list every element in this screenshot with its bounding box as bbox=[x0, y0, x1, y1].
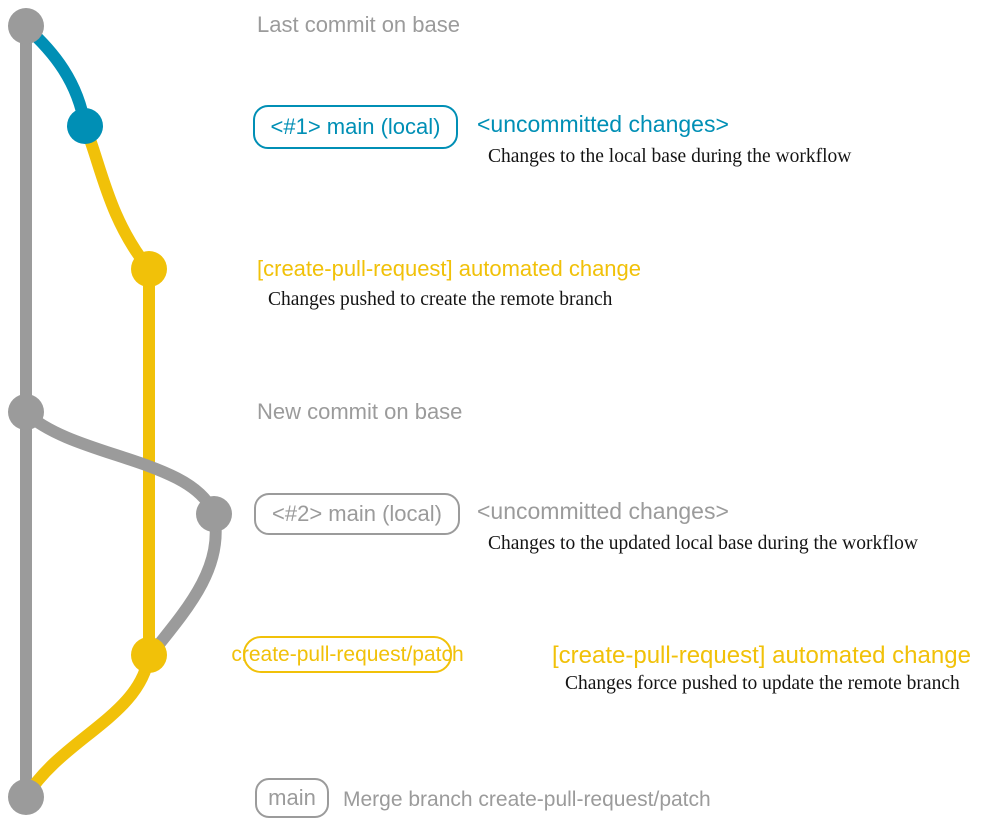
commit-dot-automated-change-2 bbox=[131, 637, 167, 673]
label-uncommitted-changes-2: <uncommitted changes> bbox=[477, 498, 729, 524]
badge-patch-branch: create-pull-request/patch bbox=[231, 636, 464, 673]
desc-automated-change-2: Changes force pushed to update the remot… bbox=[565, 673, 960, 694]
desc-uncommitted-changes-1: Changes to the local base during the wor… bbox=[488, 146, 852, 167]
merge-curve bbox=[20, 649, 155, 803]
commit-dot-last-commit-on-base bbox=[8, 8, 44, 44]
badge-main-local-1: <#1> main (local) bbox=[253, 105, 458, 149]
label-last-commit-on-base: Last commit on base bbox=[257, 12, 460, 37]
rebase-curve bbox=[146, 508, 222, 659]
label-automated-change-2: [create-pull-request] automated change bbox=[552, 642, 971, 669]
uncommitted-curve-2 bbox=[20, 407, 220, 520]
label-automated-change-1: [create-pull-request] automated change bbox=[257, 256, 642, 281]
badge-main-local-2: <#2> main (local) bbox=[254, 493, 460, 535]
label-new-commit-on-base: New commit on base bbox=[257, 399, 463, 424]
git-graph bbox=[8, 8, 232, 815]
commit-dot-automated-change-1 bbox=[131, 251, 167, 287]
label-uncommitted-changes-1: <uncommitted changes> bbox=[477, 111, 729, 137]
commit-dot-main-local-2 bbox=[196, 496, 232, 532]
desc-automated-change-1: Changes pushed to create the remote bran… bbox=[268, 289, 613, 310]
commit-dot-merge bbox=[8, 779, 44, 815]
remote-branch-line bbox=[79, 120, 155, 661]
desc-uncommitted-changes-2: Changes to the updated local base during… bbox=[488, 533, 918, 554]
commit-dot-new-commit-on-base bbox=[8, 394, 44, 430]
badge-main: main bbox=[255, 778, 329, 818]
commit-dot-main-local-1 bbox=[67, 108, 103, 144]
label-merge-branch: Merge branch create-pull-request/patch bbox=[343, 788, 711, 811]
